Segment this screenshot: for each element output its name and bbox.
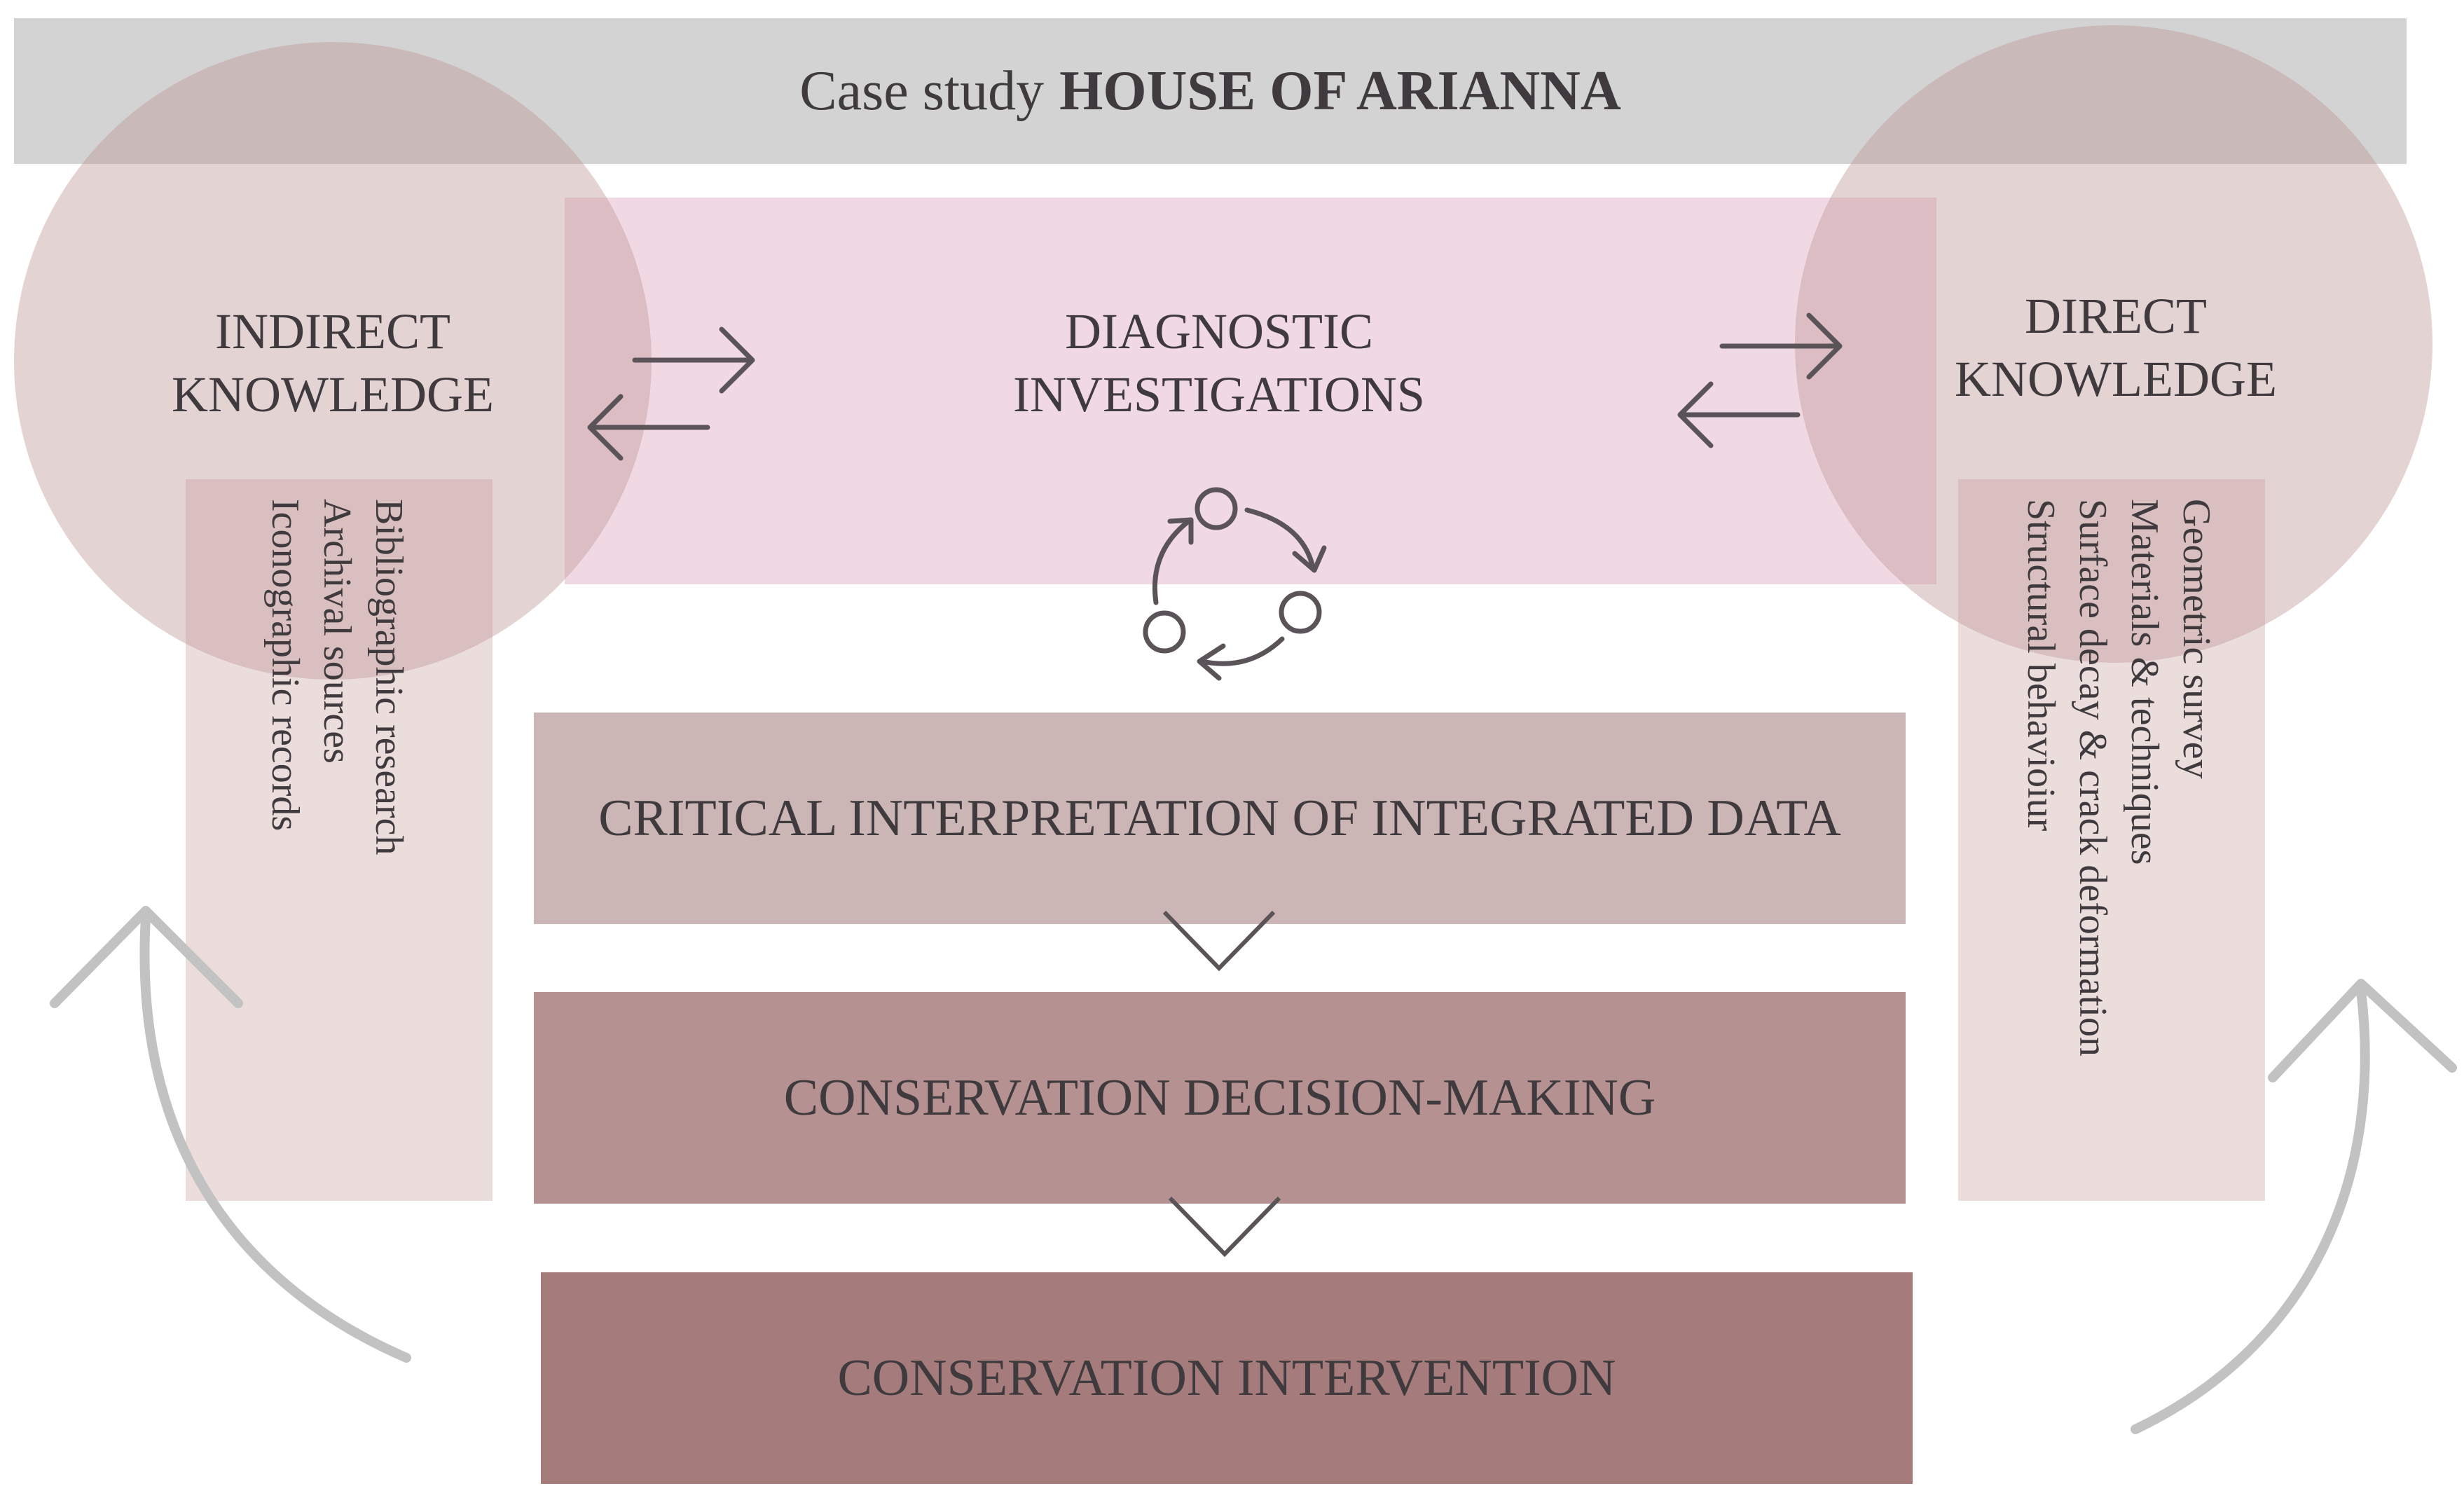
direct-item: Structural behavioiur: [2019, 499, 2063, 832]
diagnostic-investigations-heading: DIAGNOSTIC INVESTIGATIONS: [1013, 303, 1425, 422]
chevron-down-icon: [1168, 1196, 1281, 1258]
exchange-arrow-right-icon: [632, 326, 755, 394]
feedback-loop-arrow-right-icon: [2131, 979, 2457, 1434]
stage-label: CONSERVATION INTERVENTION: [837, 1349, 1616, 1407]
stage-label: CONSERVATION DECISION-MAKING: [783, 1068, 1656, 1127]
case-study-banner: Case study HOUSE OF ARIANNA: [14, 18, 2407, 164]
chevron-down-icon: [1162, 910, 1276, 972]
stage-conservation-intervention: CONSERVATION INTERVENTION: [541, 1272, 1913, 1484]
direct-knowledge-column: [1958, 479, 2265, 1201]
exchange-arrow-left-icon: [587, 394, 710, 461]
direct-knowledge-heading: DIRECT KNOWLEDGE: [1955, 288, 2277, 407]
stage-decision-making: CONSERVATION DECISION-MAKING: [534, 992, 1906, 1204]
exchange-arrow-right-icon: [1719, 312, 1843, 380]
banner-title: HOUSE OF ARIANNA: [1059, 60, 1621, 122]
indirect-item: Bibliographic research: [367, 499, 411, 855]
indirect-knowledge-heading: INDIRECT KNOWLEDGE: [172, 303, 494, 422]
banner-prefix: Case study: [799, 60, 1045, 122]
indirect-knowledge-circle: [14, 42, 652, 680]
indirect-item: Archival sources: [315, 499, 359, 764]
indirect-knowledge-list: Bibliographic research Archival sources …: [259, 499, 415, 1171]
feedback-loop-arrow-left-icon: [50, 906, 411, 1363]
direct-item: Surface decay & crack deformation: [2071, 499, 2114, 1057]
stage-label: CRITICAL INTERPRETATION OF INTEGRATED DA…: [598, 789, 1841, 847]
stage-critical-interpretation: CRITICAL INTERPRETATION OF INTEGRATED DA…: [534, 713, 1906, 924]
direct-knowledge-circle: [1795, 25, 2432, 663]
exchange-arrow-left-icon: [1677, 381, 1801, 448]
direct-item: Geometric survey: [2175, 499, 2218, 779]
diagnostic-investigations-band: [565, 198, 1936, 584]
cycle-icon: [1143, 487, 1327, 681]
indirect-item: Iconographic records: [263, 499, 307, 832]
direct-knowledge-list: Geometric survey Materials & techniques …: [2015, 499, 2222, 1171]
direct-item: Materials & techniques: [2123, 499, 2166, 865]
indirect-knowledge-column: [186, 479, 493, 1201]
